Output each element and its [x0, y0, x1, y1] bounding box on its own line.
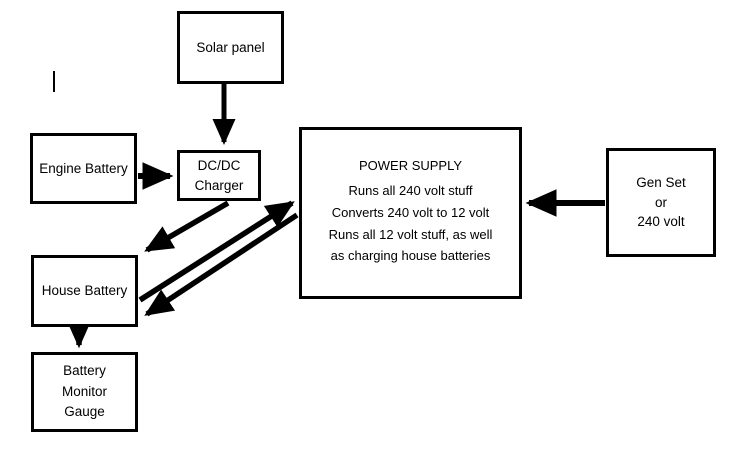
node-house-battery-line-1: House Battery: [41, 283, 128, 299]
node-power-supply-line-2: Runs all 240 volt stuff: [348, 182, 473, 198]
node-gen-set-line-1: Gen Set: [636, 175, 686, 191]
edge-power-to-house: [144, 212, 299, 317]
node-gen-set[interactable]: Gen Set or 240 volt: [606, 148, 716, 257]
node-power-supply-line-5: as charging house batteries: [330, 248, 491, 264]
edge-charger-to-house: [144, 200, 230, 253]
edge-house-to-power: [138, 200, 295, 303]
node-dcdc-charger[interactable]: DC/DC Charger: [177, 150, 261, 201]
node-house-battery[interactable]: House Battery: [31, 255, 138, 327]
node-solar-panel[interactable]: Solar panel: [177, 11, 284, 84]
node-power-supply-title: POWER SUPPLY: [358, 158, 463, 173]
node-battery-monitor-gauge-line-3: Gauge: [64, 404, 105, 420]
node-battery-monitor-gauge-line-2: Monitor: [61, 383, 107, 399]
node-gen-set-line-2: or: [654, 194, 667, 210]
node-solar-panel-line-1: Solar panel: [196, 39, 265, 55]
node-gen-set-line-3: 240 volt: [637, 214, 685, 230]
node-power-supply-line-3: Converts 240 volt to 12 volt: [331, 204, 490, 220]
node-dcdc-charger-line-2: Charger: [194, 177, 244, 193]
node-power-supply-line-4: Runs all 12 volt stuff, as well: [328, 226, 493, 242]
node-battery-monitor-gauge-line-1: Battery: [63, 362, 106, 378]
node-engine-battery[interactable]: Engine Battery: [30, 133, 137, 204]
node-power-supply[interactable]: POWER SUPPLY Runs all 240 volt stuff Con…: [299, 127, 522, 299]
node-battery-monitor-gauge[interactable]: Battery Monitor Gauge: [31, 352, 138, 432]
node-dcdc-charger-line-1: DC/DC: [197, 157, 241, 173]
text-caret: [53, 71, 55, 92]
node-engine-battery-line-1: Engine Battery: [39, 160, 128, 176]
